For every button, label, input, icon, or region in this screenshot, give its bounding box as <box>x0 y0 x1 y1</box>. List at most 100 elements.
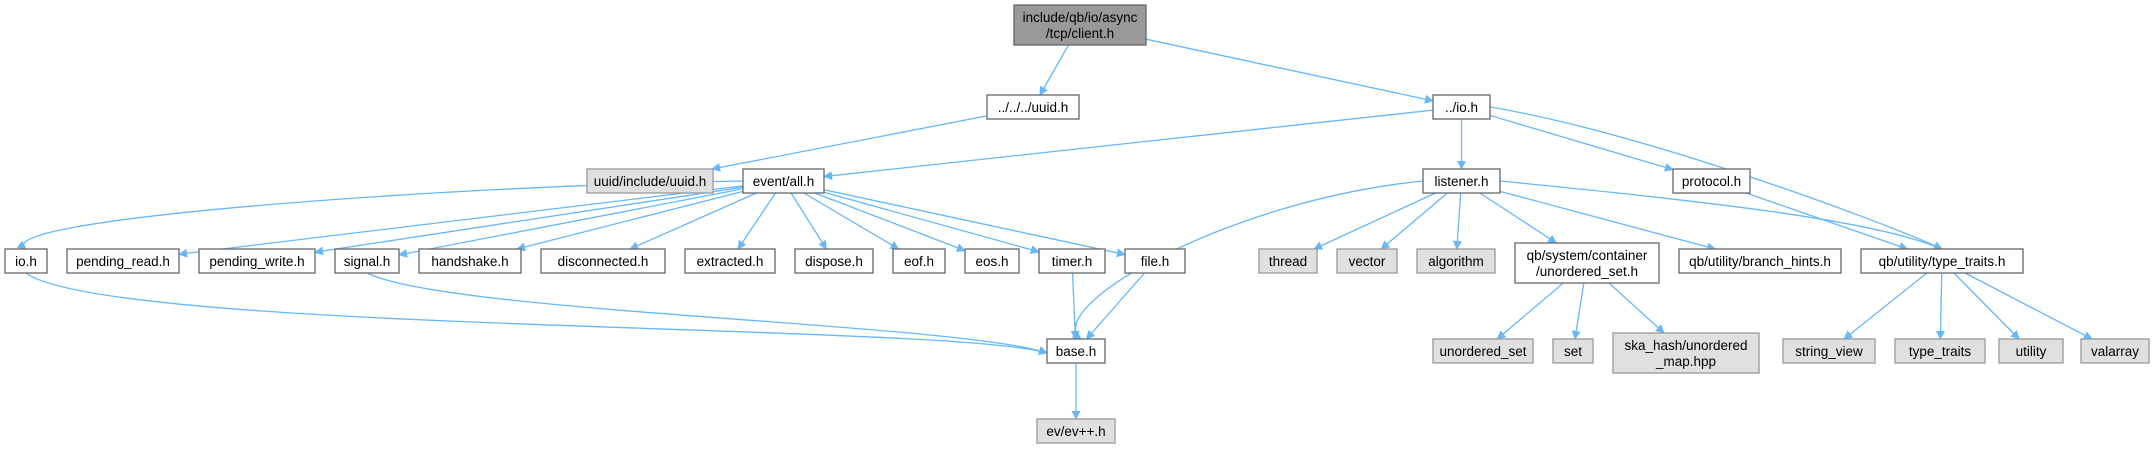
node-io-small[interactable]: io.h <box>4 248 48 274</box>
node-label: eos.h <box>975 254 1008 269</box>
node-label: disconnected.h <box>558 254 649 269</box>
edge-event_all-to-pending_read <box>178 185 744 258</box>
node-label: vector <box>1349 254 1386 269</box>
edge-root-to-io_h <box>1145 38 1434 104</box>
edge-io_h-to-protocol <box>1489 114 1674 172</box>
node-pending-read[interactable]: pending_read.h <box>66 248 180 274</box>
node-file[interactable]: file.h <box>1124 248 1186 274</box>
node-ska-hash: ska_hash/unordered_map.hpp <box>1612 332 1760 374</box>
node-eof[interactable]: eof.h <box>892 248 946 274</box>
edge-unordered_set_h-to-unordered_set <box>1496 282 1564 340</box>
edge-unordered_set_h-to-ska_hash <box>1608 282 1665 334</box>
node-box <box>1036 418 1116 444</box>
node-io-h[interactable]: ../io.h <box>1432 94 1491 120</box>
node-handshake[interactable]: handshake.h <box>418 248 522 274</box>
node-dispose[interactable]: dispose.h <box>794 248 874 274</box>
node-box <box>2080 338 2150 364</box>
node-box <box>794 248 874 274</box>
node-label: dispose.h <box>805 254 863 269</box>
node-box <box>1678 248 1842 274</box>
node-uuid-rel[interactable]: ../../../uuid.h <box>986 94 1080 120</box>
node-root[interactable]: include/qb/io/async/tcp/client.h <box>1013 4 1147 46</box>
edge-timer-to-base <box>1070 272 1080 340</box>
edge-unordered_set_h-to-set <box>1571 282 1585 340</box>
node-label: type_traits <box>1909 344 1972 359</box>
node-label: event/all.h <box>753 174 815 189</box>
node-box <box>1336 248 1398 274</box>
edge-event_all-to-handshake <box>516 190 744 252</box>
node-label: listener.h <box>1434 174 1488 189</box>
node-box <box>540 248 666 274</box>
node-label: string_view <box>1795 344 1863 359</box>
node-timer[interactable]: timer.h <box>1038 248 1106 274</box>
node-label: thread <box>1269 254 1307 269</box>
node-unordered-set-h[interactable]: qb/system/container/unordered_set.h <box>1514 242 1660 284</box>
edge-signal-to-base <box>366 272 1048 355</box>
node-event-all[interactable]: event/all.h <box>742 168 825 194</box>
edge-listener-to-thread <box>1313 192 1436 250</box>
node-box <box>586 168 714 194</box>
node-label: pending_write.h <box>209 254 304 269</box>
node-pending-write[interactable]: pending_write.h <box>198 248 316 274</box>
node-label: algorithm <box>1428 254 1484 269</box>
edge-event_all-to-dispose <box>790 192 827 250</box>
node-type-traits: type_traits <box>1894 338 1986 364</box>
edge-listener-to-algorithm <box>1452 192 1462 250</box>
node-disconnected[interactable]: disconnected.h <box>540 248 666 274</box>
edge-event_all-to-pending_write <box>314 186 744 256</box>
node-label: /unordered_set.h <box>1536 264 1638 279</box>
node-box <box>964 248 1020 274</box>
node-listener[interactable]: listener.h <box>1422 168 1501 194</box>
node-box <box>198 248 316 274</box>
node-box <box>66 248 180 274</box>
node-label: protocol.h <box>1682 174 1741 189</box>
edge-listener-to-branch_hints <box>1499 190 1717 252</box>
node-box <box>1552 338 1594 364</box>
node-label: file.h <box>1141 254 1170 269</box>
edge-uuid_rel-to-uuid_inc <box>711 115 988 172</box>
edge-event_all-to-signal <box>398 188 744 258</box>
node-label: include/qb/io/async <box>1023 10 1138 25</box>
node-label: ev/ev++.h <box>1046 424 1105 439</box>
node-thread: thread <box>1258 248 1318 274</box>
node-box <box>418 248 522 274</box>
node-box <box>1998 338 2064 364</box>
node-ev: ev/ev++.h <box>1036 418 1116 444</box>
edge-type_traits_h-to-valarray <box>1964 272 2093 340</box>
node-type-traits-h[interactable]: qb/utility/type_traits.h <box>1860 248 2024 274</box>
node-box <box>892 248 946 274</box>
node-box <box>1672 168 1751 194</box>
edge-type_traits_h-to-utility <box>1953 272 2020 340</box>
node-vector: vector <box>1336 248 1398 274</box>
edge-root-to-uuid_rel <box>1039 44 1070 96</box>
node-box <box>1860 248 2024 274</box>
node-box <box>742 168 825 194</box>
node-box <box>684 248 776 274</box>
node-signal[interactable]: signal.h <box>334 248 400 274</box>
node-string-view: string_view <box>1782 338 1876 364</box>
node-box <box>1514 242 1660 284</box>
node-branch-hints[interactable]: qb/utility/branch_hints.h <box>1678 248 1842 274</box>
node-box <box>1782 338 1876 364</box>
node-base[interactable]: base.h <box>1046 338 1106 364</box>
node-box <box>1432 94 1491 120</box>
node-box <box>1258 248 1318 274</box>
edge-event_all-to-eos <box>814 192 966 252</box>
node-label: io.h <box>15 254 37 269</box>
node-extracted[interactable]: extracted.h <box>684 248 776 274</box>
node-label: utility <box>2016 344 2047 359</box>
node-box <box>1013 4 1147 46</box>
node-algorithm: algorithm <box>1416 248 1496 274</box>
node-box <box>1046 338 1106 364</box>
node-unordered-set: unordered_set <box>1432 338 1534 364</box>
node-label: qb/system/container <box>1527 248 1648 263</box>
edge-listener-to-type_traits_h <box>1499 180 1943 250</box>
node-box <box>1422 168 1501 194</box>
node-protocol[interactable]: protocol.h <box>1672 168 1751 194</box>
node-eos[interactable]: eos.h <box>964 248 1020 274</box>
edge-event_all-to-extracted <box>737 192 777 250</box>
node-box <box>1894 338 1986 364</box>
